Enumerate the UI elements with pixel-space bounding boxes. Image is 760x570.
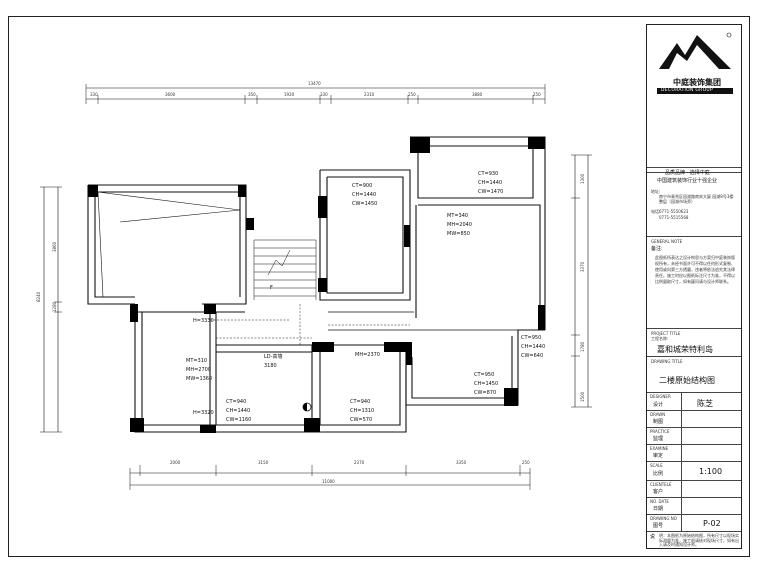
project-title-zh: 工程名称: — [651, 336, 669, 341]
dim-bottom-total: 11000 — [322, 479, 335, 484]
room-label-r11: H=3330 — [193, 318, 214, 324]
company-en-band: DECORATION GROUP — [657, 88, 733, 94]
dim-bottom-1: 2000 — [170, 460, 181, 465]
drawing-title-en: DRAWING TITLE — [651, 359, 683, 364]
dim-bottom-5: 250 — [522, 460, 530, 465]
drawing-title-cell: DRAWING TITLE 二楼原始结构图 — [647, 357, 741, 393]
company-logo — [659, 32, 732, 69]
title-block: 中庭装饰集团 DECORATION GROUP 品质品牌 · 选择中庭 中国建筑… — [646, 24, 742, 549]
room-label-r12: H=3320 — [193, 410, 214, 416]
dim-top-1: 330 — [90, 92, 98, 97]
structural-columns — [88, 137, 545, 433]
dim-top-4: 1920 — [284, 92, 295, 97]
project-title-en: PROJECT TITLE — [651, 331, 681, 336]
notes-title-zh: 备注: — [651, 246, 663, 252]
phone-label: 电话: — [651, 209, 661, 214]
address-text: 南宁市青秀区园湖路南宋大厦 园湖8号3楼整层（园湖市场旁） — [659, 194, 734, 204]
member-text: 中国建筑装饰行业十强企业 — [657, 178, 718, 184]
drawing-name: 二楼原始结构图 — [659, 376, 715, 385]
dim-top-2: 3600 — [165, 92, 176, 97]
remark-text: 明：本图纸为原始结构图，所有尺寸以现场实际测量为准，施工前请核对现场尺寸，如有出… — [659, 533, 739, 547]
slogan: 品质品牌 · 选择中庭 — [665, 170, 710, 176]
role-clientele: CLIENTELE 客户 — [647, 481, 741, 498]
project-name: 嘉和城荣特利岛 — [657, 345, 713, 354]
dim-right-1: 1300 — [580, 173, 585, 184]
floor-plan-svg — [40, 84, 592, 490]
dim-bottom-3: 2370 — [354, 460, 365, 465]
stair-label: F — [270, 285, 273, 291]
company-name: 中庭装饰集团 — [673, 78, 721, 87]
stairs — [253, 239, 317, 300]
notes-text: 此图纸所表达之设计构思与方案归中庭装饰版权所有，未经书面许可不得以任何形式复制、… — [655, 255, 735, 284]
sheet-border — [8, 16, 750, 557]
remark-label: 说 — [650, 534, 656, 540]
dim-top-8: 3880 — [472, 92, 483, 97]
dim-bottom-4: 3350 — [456, 460, 467, 465]
role-date: NO. DATE 日期 — [647, 498, 741, 515]
dim-bottom-2: 3150 — [258, 460, 269, 465]
dim-right-3: 1780 — [580, 341, 585, 352]
dim-right-2: 3370 — [580, 261, 585, 272]
remark-cell: 说 明：本图纸为原始结构图，所有尺寸以现场实际测量为准，施工前请核对现场尺寸，如… — [647, 532, 741, 550]
role-examine: EXAMINE 审定 — [647, 445, 741, 462]
address-label: 地址: — [651, 189, 661, 194]
role-drawing-no: DRAWING NO 图号 P-02 — [647, 515, 741, 532]
dim-left-2: 1280 — [52, 301, 57, 312]
role-practice: PRACTICE 监理 — [647, 428, 741, 445]
project-cell: PROJECT TITLE 工程名称: 嘉和城荣特利岛 — [647, 329, 741, 357]
role-scale: SCALE 比例 1:100 — [647, 462, 741, 481]
notes-title-en: GENERAL NOTE — [651, 239, 683, 244]
dim-top-7: 250 — [408, 92, 416, 97]
dim-top-9: 250 — [533, 92, 541, 97]
dim-top-6: 2310 — [364, 92, 375, 97]
role-drawn: DRAWN 制图 — [647, 411, 741, 428]
dim-top-total: 13470 — [308, 81, 321, 86]
dim-left-1: 3860 — [52, 241, 57, 252]
role-designer: DESIGNER 设计 陈芝 — [647, 393, 741, 411]
company-info-cell: 品质品牌 · 选择中庭 中国建筑装饰行业十强企业 地址: 南宁市青秀区园湖路南宋… — [647, 167, 741, 237]
dim-top-5: 330 — [320, 92, 328, 97]
dim-left-total: 8240 — [36, 291, 41, 302]
room-label-r10: MH=2370 — [355, 352, 380, 358]
phone-2: 0771-5515568 — [659, 215, 689, 220]
phone-1: 0771-5550623 — [659, 209, 689, 214]
notes-cell: GENERAL NOTE 备注: 此图纸所表达之设计构思与方案归中庭装饰版权所有… — [647, 237, 741, 329]
dim-top-3: 350 — [248, 92, 256, 97]
floor-plan: 13470 330 3600 350 1920 330 2310 250 388… — [36, 81, 592, 490]
dim-right-4: 1500 — [580, 391, 585, 402]
company-cell: 中庭装饰集团 DECORATION GROUP — [647, 25, 741, 173]
company-name-en: DECORATION GROUP — [661, 88, 714, 93]
